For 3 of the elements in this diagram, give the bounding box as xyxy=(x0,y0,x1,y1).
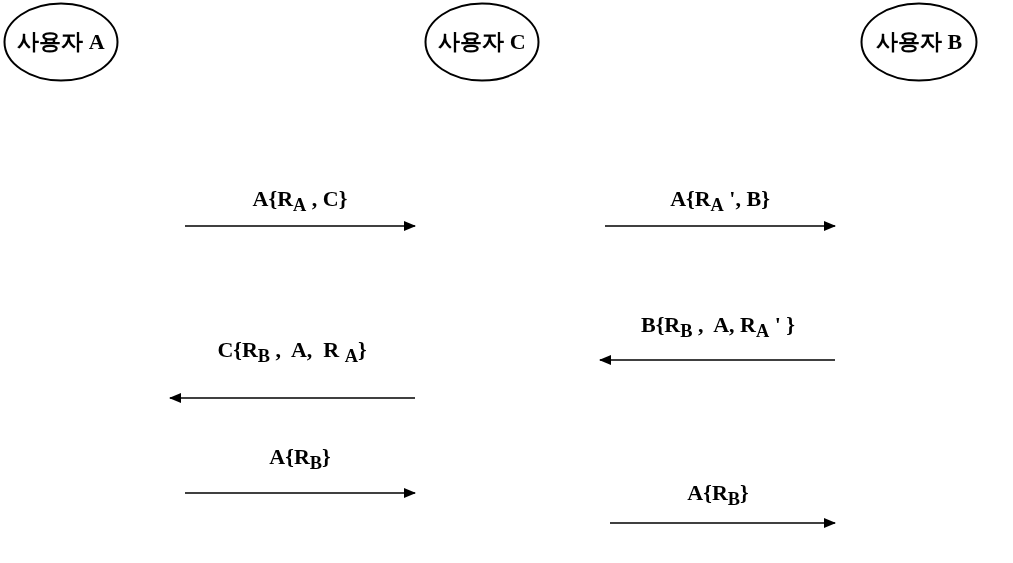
actor-name: 사용자 C xyxy=(438,28,526,56)
actor-name: 사용자 B xyxy=(875,28,963,56)
actor-name: 사용자 A xyxy=(17,28,105,56)
